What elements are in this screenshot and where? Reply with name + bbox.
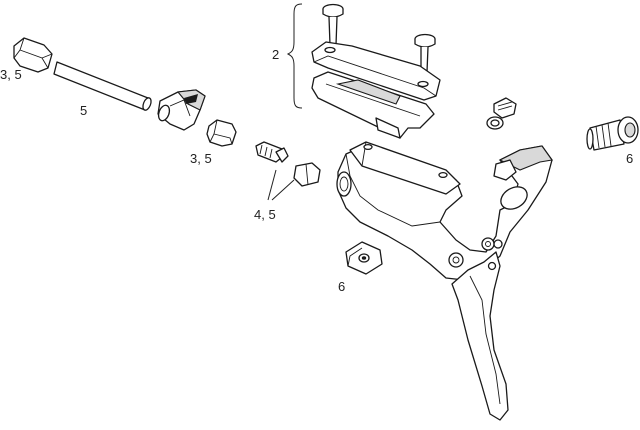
leader-barb bbox=[267, 169, 277, 201]
pivot-nut bbox=[345, 241, 383, 275]
olive-fitting bbox=[293, 162, 321, 187]
bleed-screw bbox=[493, 97, 517, 119]
bracket-brace-icon bbox=[286, 3, 303, 109]
callout-bleed-port-bolts: 2 bbox=[272, 47, 280, 62]
compression-nut-mid bbox=[206, 119, 237, 147]
leader-olive bbox=[271, 179, 295, 201]
callout-compression-nut-mid: 3, 5 bbox=[190, 151, 212, 166]
compression-nut-top bbox=[13, 37, 53, 73]
hydraulic-hose bbox=[53, 61, 152, 111]
callout-reach-adjust-bolt: 6 bbox=[626, 151, 634, 166]
callout-hose: 5 bbox=[80, 103, 88, 118]
hose-barb bbox=[255, 141, 289, 163]
cover-bolt-left bbox=[322, 3, 344, 46]
reservoir-diaphragm bbox=[311, 71, 435, 139]
callout-barb-olive: 4, 5 bbox=[254, 207, 276, 222]
cover-bolt-right bbox=[414, 33, 436, 73]
reach-adjust-bolt bbox=[586, 116, 639, 151]
reservoir-cover bbox=[311, 41, 441, 101]
hose-boot bbox=[157, 89, 206, 131]
brake-lever bbox=[451, 239, 509, 421]
callout-compression-nut-top: 3, 5 bbox=[0, 67, 22, 82]
callout-pivot-nut: 6 bbox=[338, 279, 346, 294]
bleed-washer bbox=[486, 116, 504, 130]
